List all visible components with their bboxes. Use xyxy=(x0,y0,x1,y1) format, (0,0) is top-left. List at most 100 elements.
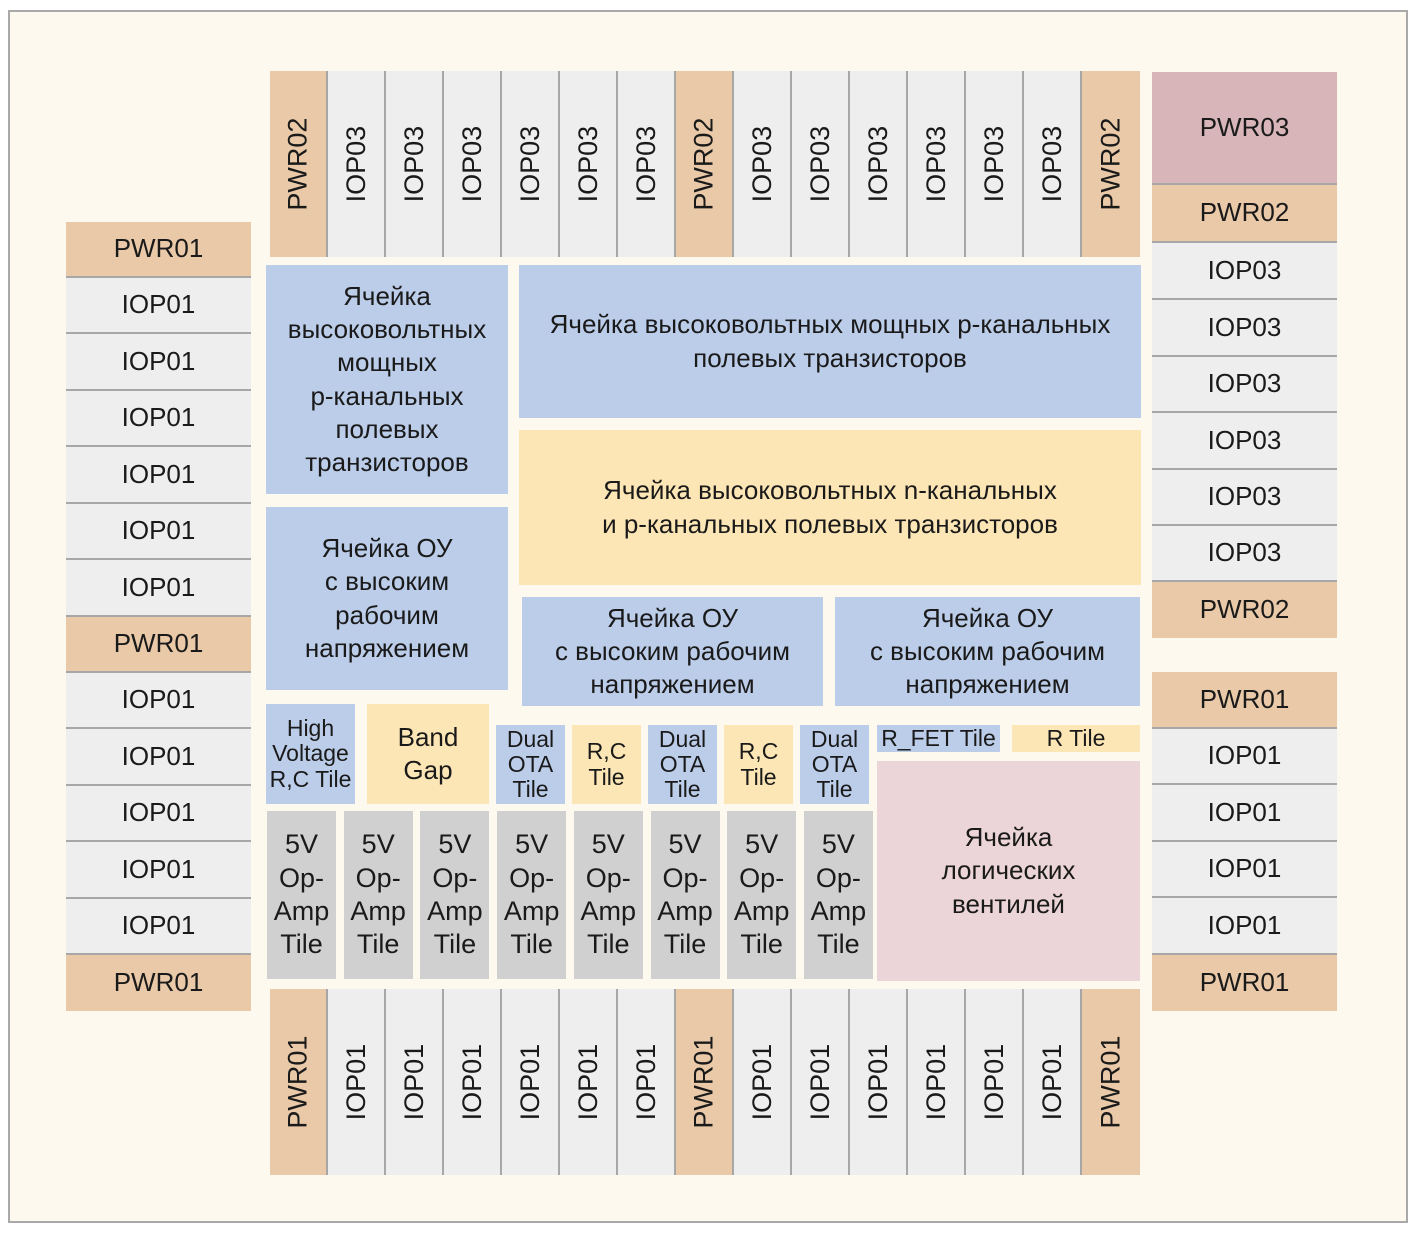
pad-top-3: IOP03 xyxy=(386,71,444,257)
pad-bottom-label: IOP01 xyxy=(746,1043,777,1121)
pad-left-3: IOP01 xyxy=(66,334,251,391)
opamp-5v-tile-6: 5V Op- Amp Tile xyxy=(650,811,720,979)
pad-left-1: PWR01 xyxy=(66,222,251,278)
pad-right-upper-2: PWR02 xyxy=(1152,185,1337,243)
pad-top-label: IOP03 xyxy=(920,125,951,203)
pad-top-14: IOP03 xyxy=(1024,71,1082,257)
pad-left-13: IOP01 xyxy=(66,899,251,955)
pad-left-4: IOP01 xyxy=(66,391,251,447)
pad-bottom-4: IOP01 xyxy=(444,989,502,1175)
pad-bottom-1: PWR01 xyxy=(270,989,328,1175)
pad-top-2: IOP03 xyxy=(328,71,386,257)
high-voltage-rc-tile: High Voltage R,C Tile xyxy=(266,704,355,804)
pad-bottom-12: IOP01 xyxy=(908,989,966,1175)
pad-right-lower-4: IOP01 xyxy=(1152,842,1337,898)
pad-top-label: IOP03 xyxy=(978,125,1009,203)
pad-top-6: IOP03 xyxy=(560,71,618,257)
dual-ota-tile-1: Dual OTA Tile xyxy=(496,725,565,804)
opamp-5v-tile-5: 5V Op- Amp Tile xyxy=(573,811,643,979)
pad-top-9: IOP03 xyxy=(734,71,792,257)
pad-right-upper-9: PWR02 xyxy=(1152,582,1337,638)
pad-top-1: PWR02 xyxy=(270,71,328,257)
pad-top-label: IOP03 xyxy=(746,125,777,203)
pad-top-label: PWR02 xyxy=(282,117,313,211)
pad-top-5: IOP03 xyxy=(502,71,560,257)
pad-top-4: IOP03 xyxy=(444,71,502,257)
hv-opamp-cell-mid: Ячейка ОУ с высоким рабочим напряжением xyxy=(522,597,823,706)
hv-n-p-channel-cell: Ячейка высоковольтных n-канальных и р-ка… xyxy=(519,430,1141,585)
opamp-5v-tile-7: 5V Op- Amp Tile xyxy=(727,811,797,979)
pad-top-10: IOP03 xyxy=(792,71,850,257)
pad-right-upper-8: IOP03 xyxy=(1152,526,1337,582)
pad-top-label: IOP03 xyxy=(456,125,487,203)
pad-left-11: IOP01 xyxy=(66,786,251,842)
pad-top-label: PWR02 xyxy=(1095,117,1126,211)
pad-bottom-9: IOP01 xyxy=(734,989,792,1175)
pad-top-label: IOP03 xyxy=(1036,125,1067,203)
pad-bottom-2: IOP01 xyxy=(328,989,386,1175)
logic-gates-cell: Ячейка логических вентилей xyxy=(877,761,1140,981)
pad-bottom-label: IOP01 xyxy=(514,1043,545,1121)
pad-left-7: IOP01 xyxy=(66,560,251,617)
pad-bottom-15: PWR01 xyxy=(1082,989,1140,1175)
pad-bottom-label: IOP01 xyxy=(572,1043,603,1121)
opamp-5v-tile-4: 5V Op- Amp Tile xyxy=(497,811,567,979)
pad-right-upper-6: IOP03 xyxy=(1152,413,1337,470)
rc-tile-2: R,C Tile xyxy=(724,725,793,804)
opamp-5v-tile-8: 5V Op- Amp Tile xyxy=(803,811,873,979)
r-tile: R Tile xyxy=(1012,725,1140,752)
pad-top-13: IOP03 xyxy=(966,71,1024,257)
pad-bottom-5: IOP01 xyxy=(502,989,560,1175)
pad-right-lower-2: IOP01 xyxy=(1152,729,1337,785)
pad-bottom-label: IOP01 xyxy=(920,1043,951,1121)
pad-bottom-label: IOP01 xyxy=(340,1043,371,1121)
pad-bottom-label: IOP01 xyxy=(804,1043,835,1121)
pad-right-upper-4: IOP03 xyxy=(1152,300,1337,357)
pad-left-12: IOP01 xyxy=(66,842,251,899)
pad-bottom-label: PWR01 xyxy=(1095,1035,1126,1129)
opamp-5v-tile-1: 5V Op- Amp Tile xyxy=(267,811,336,979)
pad-right-lower-3: IOP01 xyxy=(1152,785,1337,842)
pad-bottom-6: IOP01 xyxy=(560,989,618,1175)
band-gap-tile: Band Gap xyxy=(367,704,489,804)
pad-top-8: PWR02 xyxy=(676,71,734,257)
hv-p-channel-cell-top: Ячейка высоковольтных мощных р-канальных… xyxy=(519,265,1141,418)
pad-right-upper-7: IOP03 xyxy=(1152,470,1337,526)
pad-top-label: IOP03 xyxy=(630,125,661,203)
pad-bottom-13: IOP01 xyxy=(966,989,1024,1175)
pad-top-label: PWR02 xyxy=(688,117,719,211)
opamp-5v-tile-3: 5V Op- Amp Tile xyxy=(420,811,490,979)
pad-right-upper-1: PWR03 xyxy=(1152,72,1337,185)
pad-top-label: IOP03 xyxy=(398,125,429,203)
pad-top-label: IOP03 xyxy=(862,125,893,203)
pad-left-8: PWR01 xyxy=(66,617,251,673)
dual-ota-tile-3: Dual OTA Tile xyxy=(800,725,869,804)
hv-p-channel-cell-left: Ячейка высоковольтных мощных р-канальных… xyxy=(266,265,508,494)
pad-bottom-8: PWR01 xyxy=(676,989,734,1175)
pad-bottom-label: IOP01 xyxy=(1036,1043,1067,1121)
pad-bottom-label: IOP01 xyxy=(630,1043,661,1121)
pad-bottom-label: IOP01 xyxy=(862,1043,893,1121)
pad-top-label: IOP03 xyxy=(514,125,545,203)
pad-bottom-14: IOP01 xyxy=(1024,989,1082,1175)
pad-top-7: IOP03 xyxy=(618,71,676,257)
pad-top-15: PWR02 xyxy=(1082,71,1140,257)
pad-bottom-7: IOP01 xyxy=(618,989,676,1175)
r-fet-tile: R_FET Tile xyxy=(877,725,1000,752)
pad-left-2: IOP01 xyxy=(66,278,251,334)
pad-right-lower-5: IOP01 xyxy=(1152,898,1337,955)
pad-bottom-label: IOP01 xyxy=(456,1043,487,1121)
pad-top-label: IOP03 xyxy=(572,125,603,203)
pad-right-lower-1: PWR01 xyxy=(1152,672,1337,729)
pad-bottom-label: PWR01 xyxy=(688,1035,719,1129)
pad-bottom-11: IOP01 xyxy=(850,989,908,1175)
hv-opamp-cell-right: Ячейка ОУ с высоким рабочим напряжением xyxy=(835,597,1140,706)
pad-right-upper-3: IOP03 xyxy=(1152,243,1337,300)
pad-right-lower-6: PWR01 xyxy=(1152,955,1337,1011)
pad-left-9: IOP01 xyxy=(66,673,251,729)
pad-right-upper-5: IOP03 xyxy=(1152,357,1337,413)
pad-top-12: IOP03 xyxy=(908,71,966,257)
pad-bottom-3: IOP01 xyxy=(386,989,444,1175)
pad-left-5: IOP01 xyxy=(66,447,251,504)
dual-ota-tile-2: Dual OTA Tile xyxy=(648,725,717,804)
